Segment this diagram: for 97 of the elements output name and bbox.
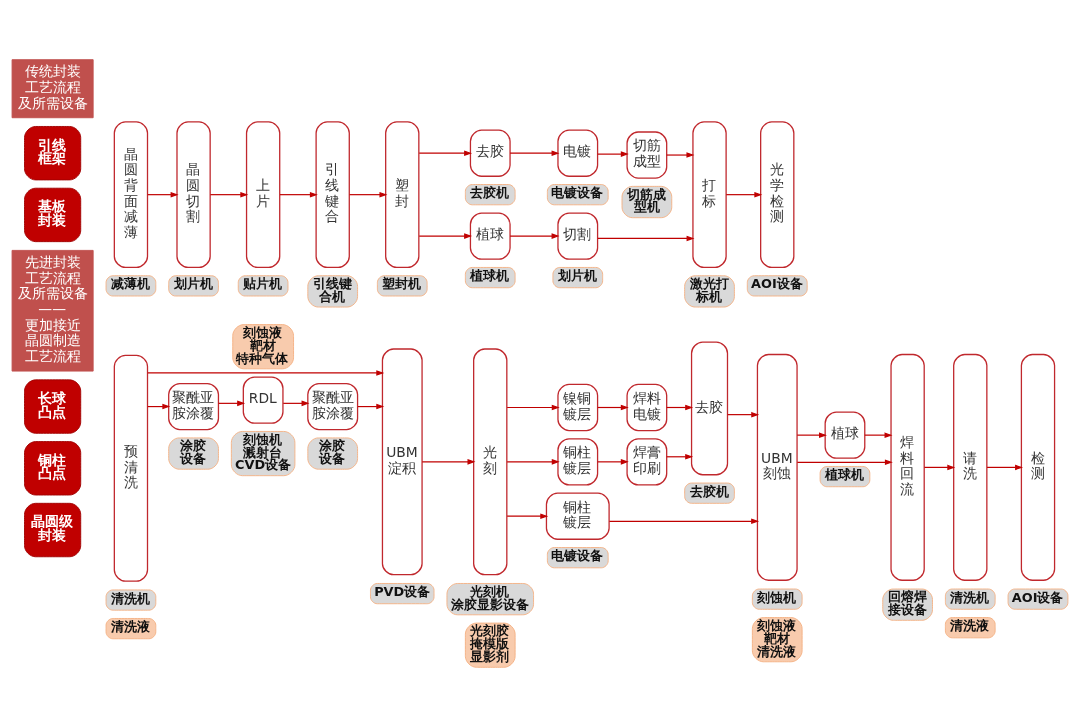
arrow xyxy=(597,459,629,465)
node-box: 塑封机 xyxy=(376,275,428,297)
arrow xyxy=(597,235,695,242)
node-box: 贴片机 xyxy=(237,275,289,297)
arrow xyxy=(597,404,629,411)
arrow xyxy=(348,191,388,198)
node-box: 去胶 xyxy=(690,341,729,476)
arrow xyxy=(506,459,560,465)
node-box: 引线框架 xyxy=(24,126,82,181)
node-box: 检测 xyxy=(1020,353,1056,581)
node-box: 回熔焊接设备 xyxy=(882,588,933,621)
arrow xyxy=(986,464,1024,471)
node-box: 晶圆切割 xyxy=(176,121,211,269)
node-box: 铜柱镀层 xyxy=(545,492,610,540)
node-box: 植球 xyxy=(469,212,511,260)
node-box: 引线键合 xyxy=(315,121,350,269)
node-box: 光刻 xyxy=(473,348,508,576)
node-box: RDL xyxy=(242,376,284,424)
node-box: 植球机 xyxy=(819,466,871,488)
arrow xyxy=(796,459,893,466)
node-box: AOI设备 xyxy=(1007,588,1069,610)
arrow xyxy=(608,518,760,525)
node-box: 植球机 xyxy=(464,267,516,289)
arrow xyxy=(666,454,694,460)
arrow xyxy=(418,233,473,239)
node-box: 镍铜镀层 xyxy=(557,383,599,432)
arrow xyxy=(509,150,560,156)
node-box: 刻蚀机 溅射台 CVD设备 xyxy=(230,431,296,477)
arrow xyxy=(597,151,629,157)
node-box: 刻蚀机 xyxy=(751,588,803,610)
arrow xyxy=(218,400,246,407)
node-box: PVD设备 xyxy=(370,583,435,605)
arrow xyxy=(147,191,179,198)
node-box: 基板封装 xyxy=(24,187,82,243)
node-box: UBM淀积 xyxy=(381,348,423,576)
arrow xyxy=(666,404,694,411)
node-box: 电镀设备 xyxy=(546,547,609,569)
node-box: 晶圆背面减薄 xyxy=(113,121,149,269)
node-box: 传统封装工艺流程及所需设备 xyxy=(11,59,94,119)
node-box: AOI设备 xyxy=(746,275,808,297)
node-box: 涂胶设备 xyxy=(307,437,359,470)
node-box: 打标 xyxy=(692,121,727,269)
node-box: 刻蚀液 靶材 清洗液 xyxy=(751,617,803,663)
node-box: 光刻胶 掩模版 显影剂 xyxy=(464,622,516,668)
arrow xyxy=(209,191,249,198)
arrow xyxy=(506,404,560,411)
arrow xyxy=(421,459,476,465)
arrow xyxy=(725,191,763,198)
node-box: 激光打标机 xyxy=(684,275,735,308)
node-box: 先进封装工艺流程及所需设备——更加接近晶圆制造工艺流程 xyxy=(11,249,94,372)
node-box: 引线键合机 xyxy=(307,275,359,308)
node-box: 请洗 xyxy=(953,353,988,581)
node-box: 清洗机 xyxy=(105,589,157,611)
node-box: 刻蚀液 靶材 特种气体 xyxy=(232,324,294,370)
node-box: UBM刻蚀 xyxy=(756,353,798,581)
arrow xyxy=(864,432,893,438)
node-box: 铜柱凸点 xyxy=(24,441,82,496)
node-box: 减薄机 xyxy=(105,275,157,297)
arrow xyxy=(357,403,385,410)
node-box: 光刻机 涂胶显影设备 xyxy=(446,583,534,616)
arrow xyxy=(727,411,760,418)
node-box: 切筋成型机 xyxy=(621,185,673,219)
arrow xyxy=(418,150,473,156)
node-box: 聚酰亚胺涂覆 xyxy=(168,382,220,431)
arrow xyxy=(279,191,318,198)
node-box: 去胶机 xyxy=(464,184,516,206)
arrow xyxy=(796,432,827,438)
arrow xyxy=(147,370,385,376)
arrow xyxy=(666,152,695,158)
node-box: 涂胶设备 xyxy=(168,437,219,470)
node-box: 上片 xyxy=(245,121,281,269)
node-box: 聚酰亚胺涂覆 xyxy=(307,382,359,431)
node-box: 塑封 xyxy=(385,121,420,269)
node-box: 晶圆级封装 xyxy=(24,502,82,558)
node-box: 清洗机 xyxy=(944,588,996,610)
node-box: 植球 xyxy=(824,411,866,459)
node-box: 划片机 xyxy=(552,267,604,289)
node-box: 去胶机 xyxy=(684,482,735,504)
arrow xyxy=(923,464,956,471)
node-box: 去胶 xyxy=(469,129,511,177)
arrow xyxy=(509,233,560,239)
node-box: 焊膏印刷 xyxy=(626,438,668,486)
node-box: 电镀 xyxy=(557,129,599,177)
node-box: 电镀设备 xyxy=(546,184,609,206)
arrow xyxy=(282,400,310,407)
node-box: 焊料电镀 xyxy=(626,383,668,432)
node-box: 清洗液 xyxy=(944,617,996,639)
node-box: 切筋成型 xyxy=(626,131,668,179)
arrow xyxy=(506,513,549,519)
node-box: 预清洗 xyxy=(113,354,149,582)
node-box: 清洗液 xyxy=(105,618,157,640)
node-box: 切割 xyxy=(557,212,599,260)
node-box: 长球凸点 xyxy=(24,379,82,434)
node-box: 划片机 xyxy=(168,275,219,297)
node-box: 焊料回流 xyxy=(890,353,925,581)
node-box: 光学检测 xyxy=(760,121,795,269)
node-box: 铜柱镀层 xyxy=(557,438,599,486)
